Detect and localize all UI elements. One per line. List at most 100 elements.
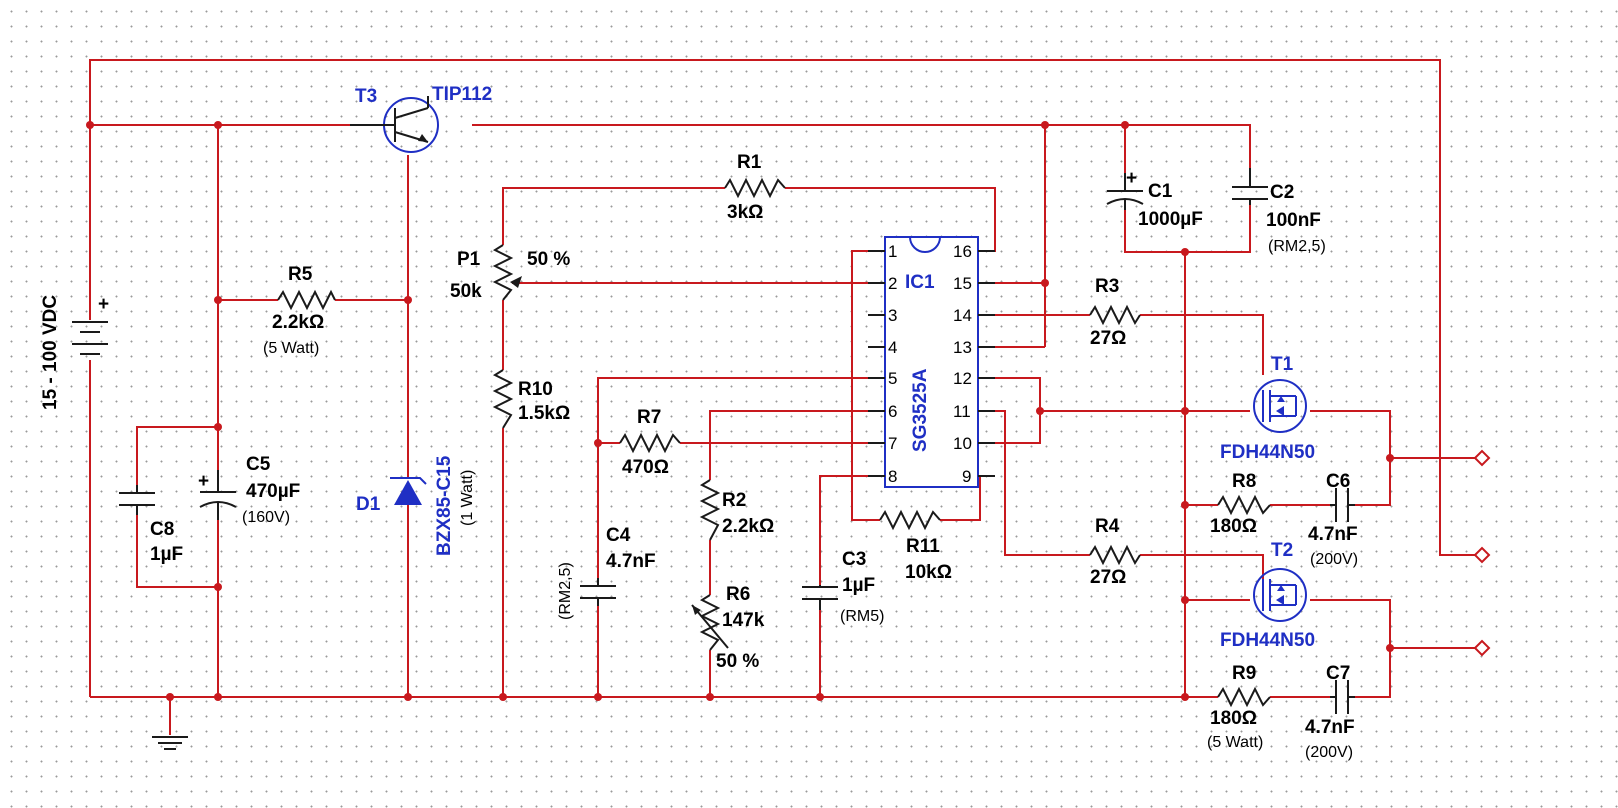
R1-ref: R1 bbox=[737, 152, 762, 173]
IC1-pin: 12 bbox=[953, 369, 972, 388]
C2-ref: C2 bbox=[1270, 182, 1294, 203]
R6-ref: R6 bbox=[726, 584, 750, 605]
IC1-chip bbox=[868, 236, 995, 488]
C5-value: 470µF bbox=[246, 481, 300, 502]
R1-resistor-icon bbox=[724, 177, 786, 199]
IC1-part: SG3525A bbox=[910, 368, 931, 452]
T3-part: TIP112 bbox=[432, 84, 492, 105]
C3-ref: C3 bbox=[842, 549, 866, 570]
R6-value: 147k bbox=[722, 610, 765, 631]
R7-resistor-icon bbox=[619, 432, 681, 454]
D1-note: (1 Watt) bbox=[459, 470, 476, 526]
T3-ref: T3 bbox=[355, 86, 377, 107]
IC1-pin: 15 bbox=[953, 274, 972, 293]
IC1-pin: 6 bbox=[888, 402, 897, 421]
IC1-pins-left: 1 2 3 4 5 6 7 8 bbox=[888, 242, 897, 486]
R4-resistor-icon bbox=[1089, 544, 1141, 566]
C4-note: (RM2,5) bbox=[557, 562, 574, 620]
R9-resistor-icon bbox=[1217, 686, 1271, 708]
IC1-pin: 10 bbox=[953, 434, 972, 453]
supply-plus: + bbox=[98, 294, 109, 315]
T1-ref: T1 bbox=[1271, 354, 1294, 375]
output-terminal-3[interactable] bbox=[1473, 639, 1491, 657]
R2-resistor-icon bbox=[699, 479, 721, 541]
R5-note: (5 Watt) bbox=[263, 340, 319, 357]
IC1-pin: 13 bbox=[953, 338, 972, 357]
mosfet-icon bbox=[1253, 568, 1307, 622]
R8-resistor-icon bbox=[1217, 494, 1271, 516]
R7-value: 470Ω bbox=[622, 457, 669, 478]
R11-value: 10kΩ bbox=[905, 562, 952, 583]
C8-capacitor-icon bbox=[119, 485, 155, 515]
C6-capacitor-icon bbox=[1330, 488, 1355, 522]
wires bbox=[89, 59, 1475, 735]
R7-ref: R7 bbox=[637, 407, 661, 428]
C8-ref: C8 bbox=[150, 519, 174, 540]
T2-ref: T2 bbox=[1271, 540, 1293, 561]
R5-value: 2.2kΩ bbox=[272, 312, 324, 333]
C3-note: (RM5) bbox=[840, 608, 884, 625]
P1-potentiometer-icon bbox=[492, 244, 514, 301]
C4-ref: C4 bbox=[606, 525, 631, 546]
IC1-pin: 7 bbox=[888, 434, 897, 453]
output-terminal-1[interactable] bbox=[1473, 449, 1491, 467]
IC1-pin: 16 bbox=[953, 242, 972, 261]
output-terminals[interactable] bbox=[1473, 449, 1491, 657]
P1-setting: 50 % bbox=[527, 249, 570, 270]
R3-ref: R3 bbox=[1095, 276, 1119, 297]
R9-value: 180Ω bbox=[1210, 708, 1257, 729]
supply-voltage-label: 15 - 100 VDC bbox=[40, 295, 61, 410]
C4-value: 4.7nF bbox=[606, 551, 656, 572]
R6-setting: 50 % bbox=[716, 651, 759, 672]
C1-plus: + bbox=[1126, 168, 1137, 189]
R5-ref: R5 bbox=[288, 264, 313, 285]
C7-ref: C7 bbox=[1326, 663, 1350, 684]
R10-ref: R10 bbox=[518, 379, 553, 400]
R5-resistor-icon bbox=[277, 289, 336, 311]
D1-ref: D1 bbox=[356, 494, 381, 515]
IC1-pin: 9 bbox=[962, 467, 971, 486]
R3-value: 27Ω bbox=[1090, 328, 1126, 349]
IC1-pin: 14 bbox=[953, 306, 972, 325]
D1-part: BZX85-C15 bbox=[434, 455, 455, 556]
R10-resistor-icon bbox=[492, 369, 514, 429]
R8-value: 180Ω bbox=[1210, 516, 1257, 537]
IC1-pin: 4 bbox=[888, 338, 897, 357]
C7-value: 4.7nF bbox=[1305, 717, 1355, 738]
C1-capacitor-icon bbox=[1106, 173, 1144, 210]
C4-capacitor-icon bbox=[580, 578, 616, 606]
C6-note: (200V) bbox=[1310, 551, 1358, 568]
ground-icon bbox=[152, 736, 188, 750]
R1-value: 3kΩ bbox=[727, 202, 763, 223]
C5-note: (160V) bbox=[242, 509, 290, 526]
P1-value: 50k bbox=[450, 281, 482, 302]
IC1-ref: IC1 bbox=[905, 272, 935, 293]
transistor-icon bbox=[350, 96, 439, 153]
C6-ref: C6 bbox=[1326, 471, 1350, 492]
R4-value: 27Ω bbox=[1090, 567, 1126, 588]
IC1-pins-right: 16 15 14 13 12 11 10 9 bbox=[953, 242, 972, 486]
R10-value: 1.5kΩ bbox=[518, 403, 570, 424]
R11-resistor-icon bbox=[879, 509, 941, 531]
battery-icon bbox=[72, 321, 108, 355]
R6-variable-resistor-icon bbox=[691, 594, 729, 651]
IC1-pin: 2 bbox=[888, 274, 897, 293]
C2-note: (RM2,5) bbox=[1268, 238, 1326, 255]
C2-capacitor-icon bbox=[1232, 168, 1268, 205]
C7-note: (200V) bbox=[1305, 744, 1353, 761]
C5-ref: C5 bbox=[246, 454, 271, 475]
C1-ref: C1 bbox=[1148, 181, 1173, 202]
R11-ref: R11 bbox=[906, 536, 940, 557]
T1-part: FDH44N50 bbox=[1220, 442, 1315, 463]
IC1-pin: 3 bbox=[888, 306, 897, 325]
R2-ref: R2 bbox=[722, 490, 746, 511]
C5-plus: + bbox=[198, 471, 209, 492]
IC1-pin: 1 bbox=[888, 242, 897, 261]
C7-capacitor-icon bbox=[1330, 680, 1355, 714]
R9-note: (5 Watt) bbox=[1207, 734, 1263, 751]
C2-value: 100nF bbox=[1266, 210, 1321, 231]
output-terminal-2[interactable] bbox=[1473, 546, 1491, 564]
R8-ref: R8 bbox=[1232, 471, 1256, 492]
R2-value: 2.2kΩ bbox=[722, 516, 774, 537]
